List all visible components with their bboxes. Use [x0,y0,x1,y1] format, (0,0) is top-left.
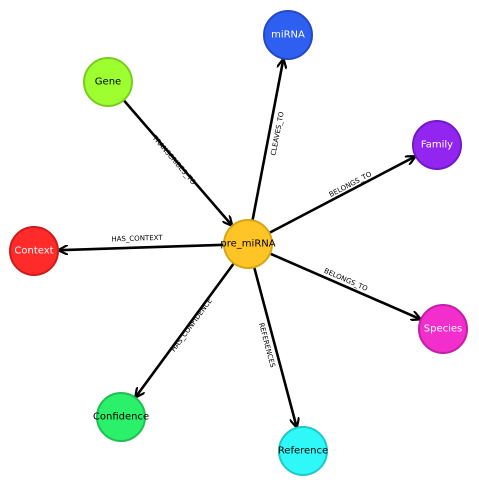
edge-pre-mirna-to-family [268,157,415,235]
node-label-gene: Gene [95,77,121,88]
edge-pre-mirna-to-reference [252,266,296,427]
node-family[interactable]: Family [412,120,462,170]
edge-pre-mirna-to-mirna [251,60,284,221]
node-mirna[interactable]: miRNA [263,10,313,60]
nodes-layer: miRNA GeneFamilyContextSpeciesConfidenceR… [9,10,468,476]
node-reference[interactable]: Reference [278,426,328,476]
node-label-species: Species [424,324,463,335]
node-species[interactable]: Species [418,304,468,354]
node-gene[interactable]: Gene [83,57,133,107]
edge-pre-mirna-to-context [59,243,225,250]
node-label-context: Context [14,246,53,257]
node-circle-pre-mirna[interactable] [223,219,273,269]
edge-gene-to-pre-mirna [122,99,232,225]
node-circle-gene[interactable] [83,57,133,107]
node-label-family: Family [421,140,453,151]
node-pre-mirna[interactable]: pre_miRNA [220,219,276,269]
node-label-pre-mirna: pre_miRNA [220,239,275,250]
node-confidence[interactable]: Confidence [93,392,149,442]
node-circle-species[interactable] [418,304,468,354]
edge-label-has-confidence: HAS_CONFIDENCE [170,297,214,353]
edge-pre-mirna-to-species [269,252,420,319]
edge-label-belongs-to: BELONGS_TO [328,170,374,199]
node-circle-context[interactable] [9,226,59,276]
node-circle-mirna[interactable] [263,10,313,60]
edge-label-has-context: HAS_CONTEXT [111,234,163,244]
edge-label-transcribes-to: TRANSCRIBES_TO [150,133,198,186]
edges-layer [59,60,420,427]
node-circle-confidence[interactable] [96,392,146,442]
node-label-confidence: Confidence [93,412,149,423]
node-circle-family[interactable] [412,120,462,170]
node-circle-reference[interactable] [278,426,328,476]
edge-pre-mirna-to-confidence [136,262,235,397]
node-label-mirna: miRNA [271,30,305,41]
node-context[interactable]: Context [9,226,59,276]
node-label-reference: Reference [278,446,328,457]
